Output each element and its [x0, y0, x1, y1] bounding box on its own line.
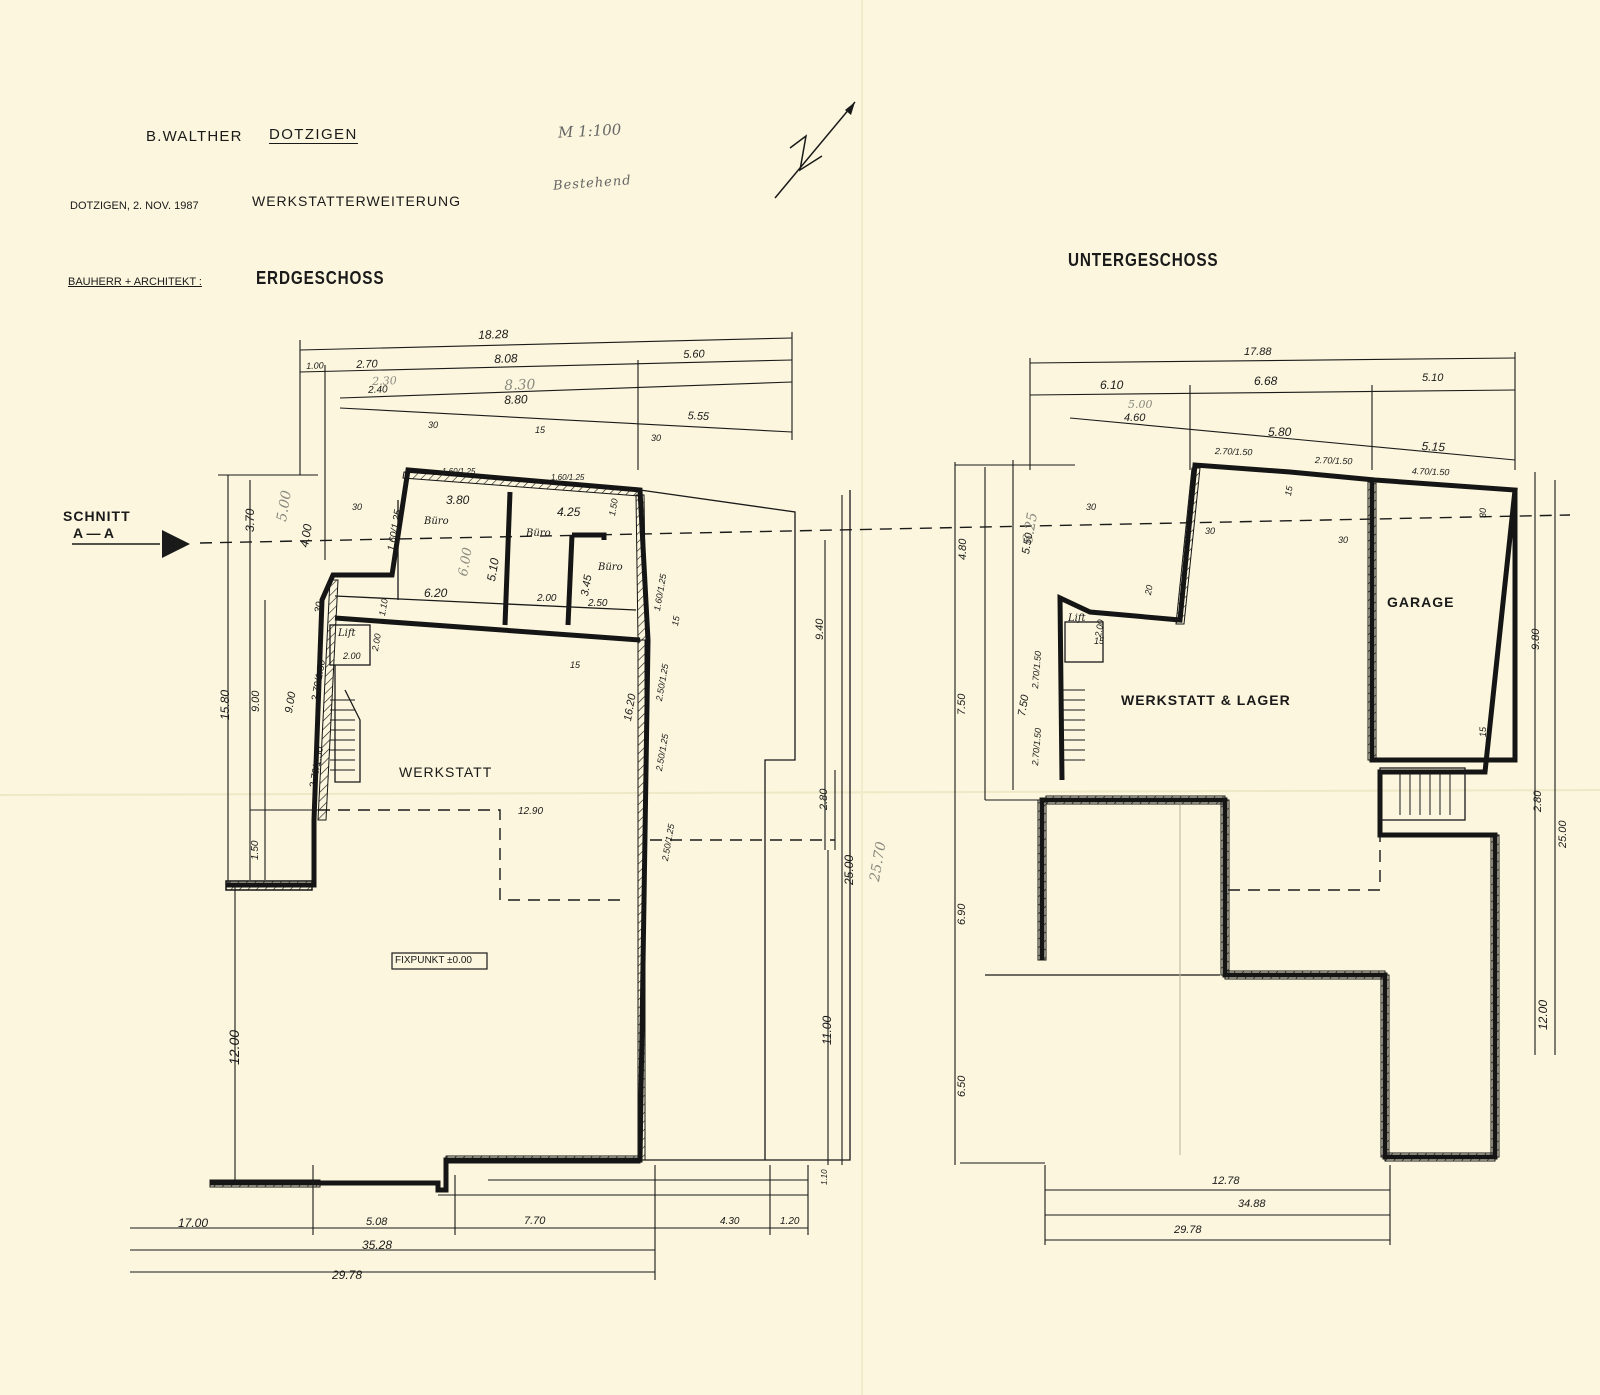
dimension-label: 18.28: [478, 326, 509, 342]
dimension-label: 2.00: [343, 651, 361, 661]
dimension-label: 5.55: [687, 410, 710, 424]
dimension-label: 29.78: [332, 1268, 363, 1282]
dimension-label: 5.80: [1268, 425, 1292, 439]
dimension-label: 12.90: [518, 806, 544, 817]
dimension-label: 1.10: [820, 1169, 829, 1185]
room-lift-eg: Lift: [338, 628, 356, 639]
dimension-label: 2.80: [1532, 790, 1544, 812]
room-buero-1: Büro: [424, 516, 449, 527]
dimension-label: 5.60: [683, 348, 705, 361]
room-buero-2: Büro: [526, 528, 551, 539]
room-buero-3: Büro: [598, 562, 623, 573]
dimension-label: 5.00: [1128, 398, 1153, 411]
dimension-label: 12.00: [226, 1029, 242, 1065]
date-line: DOTZIGEN, 2. NOV. 1987: [70, 200, 199, 212]
dimension-label: 4.25: [557, 505, 581, 519]
dimension-label: 8.80: [504, 392, 528, 407]
dimension-label: 6.68: [1254, 374, 1278, 388]
dimension-label: 9.00: [250, 690, 262, 712]
dimension-label: 25.00: [842, 854, 856, 885]
dimension-label: 15: [1094, 636, 1105, 646]
erdgeschoss-plan: [209, 467, 851, 1193]
dimension-label: 25.00: [1557, 820, 1569, 848]
dimension-label: 30: [1338, 535, 1349, 545]
dimension-label: 15: [535, 425, 546, 435]
dimension-label: 1.50: [250, 840, 261, 860]
dimension-label: 30: [1478, 507, 1488, 518]
dimension-label: 1.60/1.25: [442, 467, 476, 476]
dimension-label: 15: [570, 660, 581, 670]
section-label-line2: A — A: [73, 525, 114, 541]
dimension-label: 15: [670, 615, 682, 627]
dimension-label: 2.80: [818, 788, 830, 810]
dimension-label: 5.15: [1421, 439, 1446, 455]
client-name: B.WALTHER: [146, 128, 243, 145]
north-arrow-icon: [774, 101, 856, 199]
project-name: WERKSTATTERWEITERUNG: [252, 193, 461, 209]
dimension-label: 3.70: [243, 508, 257, 532]
dimension-label: 29.78: [1174, 1224, 1202, 1236]
dimension-label: 11.00: [820, 1015, 834, 1045]
dimension-label: 30: [1205, 526, 1216, 536]
dimension-label: 30: [651, 433, 662, 443]
dimension-label: 1.00: [306, 360, 324, 371]
dimension-label: 7.70: [524, 1215, 546, 1227]
dimension-label: 2.70/1.50: [1314, 455, 1353, 467]
dimension-label: 2.00: [537, 593, 557, 604]
dimension-label: 2.30: [372, 374, 397, 388]
erdgeschoss-dimension-lines: [130, 332, 843, 1280]
dimension-label: 30: [313, 601, 326, 614]
room-garage: GARAGE: [1387, 594, 1455, 610]
section-line-a-a: [72, 514, 1571, 558]
erdgeschoss-title: ERDGESCHOSS: [256, 268, 385, 288]
dimension-label: 15: [1283, 485, 1295, 497]
untergeschoss-title: UNTERGESCHOSS: [1068, 250, 1219, 270]
place-name: DOTZIGEN: [269, 126, 358, 144]
untergeschoss-plan: [985, 462, 1518, 1162]
dimension-label: 30: [1086, 502, 1097, 512]
dimension-label: 12.78: [1212, 1175, 1240, 1187]
dimension-label: 5.08: [366, 1216, 388, 1228]
dimension-label: 12.00: [1536, 999, 1550, 1030]
dimension-label: 17.88: [1244, 346, 1272, 358]
room-lift-ug: Lift: [1068, 613, 1086, 624]
dimension-label: 6.50: [956, 1075, 968, 1097]
dimension-label: 4.30: [720, 1216, 740, 1227]
dimension-label: 9.80: [1530, 628, 1542, 650]
dimension-label: 1.20: [780, 1216, 800, 1227]
dimension-label: 15.80: [218, 689, 232, 720]
dimension-label: 7.50: [956, 693, 968, 715]
dimension-label: 4.70/1.50: [1411, 466, 1450, 478]
room-werkstatt-lager: WERKSTATT & LAGER: [1121, 692, 1291, 708]
dimension-label: 30: [352, 502, 363, 512]
dimension-label: 35.28: [362, 1238, 393, 1252]
dimension-label: 4.80: [957, 538, 969, 560]
room-werkstatt: WERKSTATT: [399, 764, 493, 780]
section-label-line1: SCHNITT: [63, 508, 131, 524]
dimension-label: 2.70: [356, 358, 378, 371]
dimension-label: 15: [1478, 726, 1488, 737]
dimension-label: 1.60/1.25: [551, 473, 585, 482]
dimension-label: 30: [428, 420, 439, 430]
dimension-label: 4.60: [1124, 412, 1146, 424]
fixpoint-label: FIXPUNKT ±0.00: [395, 955, 472, 966]
dimension-label: 6.10: [1100, 378, 1124, 392]
dimension-label: 20: [1143, 584, 1155, 596]
dimension-label: 34.88: [1238, 1198, 1266, 1210]
untergeschoss-dimension-lines: [954, 352, 1556, 1245]
dimension-label: 2.70/1.50: [1214, 446, 1253, 458]
dimension-label: 3.80: [446, 493, 470, 507]
role-line: BAUHERR + ARCHITEKT :: [68, 276, 202, 288]
dimension-label: 6.20: [424, 586, 448, 600]
dimension-label: 8.30: [504, 376, 536, 394]
dimension-label: 2.50: [588, 598, 608, 609]
dimension-label: 9.40: [814, 618, 826, 640]
dimension-label: 5.10: [1422, 372, 1444, 384]
dimension-label: 6.90: [956, 903, 968, 925]
dimension-label: 17.00: [178, 1216, 209, 1230]
dimension-label: 8.08: [494, 351, 518, 366]
